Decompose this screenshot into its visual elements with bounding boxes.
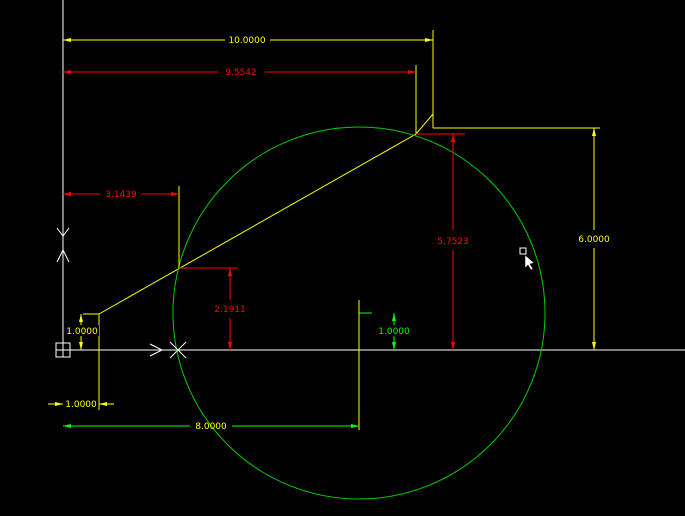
chamfer-line[interactable] bbox=[415, 113, 434, 135]
dim-circle-center-offset[interactable]: 1.0000 bbox=[359, 312, 412, 350]
ucs-icon bbox=[55, 227, 187, 359]
profile-geometry bbox=[62, 0, 685, 410]
inclined-line[interactable] bbox=[98, 133, 417, 315]
dim-overall-width[interactable]: 10.0000 bbox=[63, 36, 433, 46]
dim-apex-height-text: 5.7523 bbox=[437, 237, 469, 247]
dim-overall-height[interactable]: 6.0000 bbox=[578, 128, 610, 350]
dim-circle-center-offset-text: 1.0000 bbox=[378, 327, 410, 337]
dim-left-offset-height[interactable]: 1.0000 bbox=[65, 313, 99, 350]
dim-left-offset-width[interactable]: 1.0000 bbox=[48, 400, 114, 410]
dim-overall-width-text: 10.0000 bbox=[228, 36, 265, 46]
dim-overall-height-text: 6.0000 bbox=[578, 235, 610, 245]
dim-intersection-height-text: 2.1911 bbox=[214, 305, 246, 315]
dim-intersection-height[interactable]: 2.1911 bbox=[179, 267, 246, 350]
dim-intersection-x-text: 3.1439 bbox=[105, 190, 137, 200]
dim-circle-center-x-text: 8.0000 bbox=[195, 422, 227, 432]
pick-cursor-icon bbox=[519, 247, 535, 271]
dim-width-to-apex-text: 9.5542 bbox=[225, 68, 257, 78]
dim-intersection-x[interactable]: 3.1439 bbox=[63, 186, 180, 268]
dim-apex-height[interactable]: 5.7523 bbox=[416, 133, 469, 350]
dim-left-offset-width-text: 1.0000 bbox=[65, 400, 97, 410]
dim-circle-center-x[interactable]: 8.0000 bbox=[63, 422, 359, 432]
dim-left-offset-height-text: 1.0000 bbox=[66, 327, 98, 337]
green-circle[interactable] bbox=[172, 126, 546, 500]
dim-width-to-apex[interactable]: 9.5542 bbox=[63, 65, 417, 134]
